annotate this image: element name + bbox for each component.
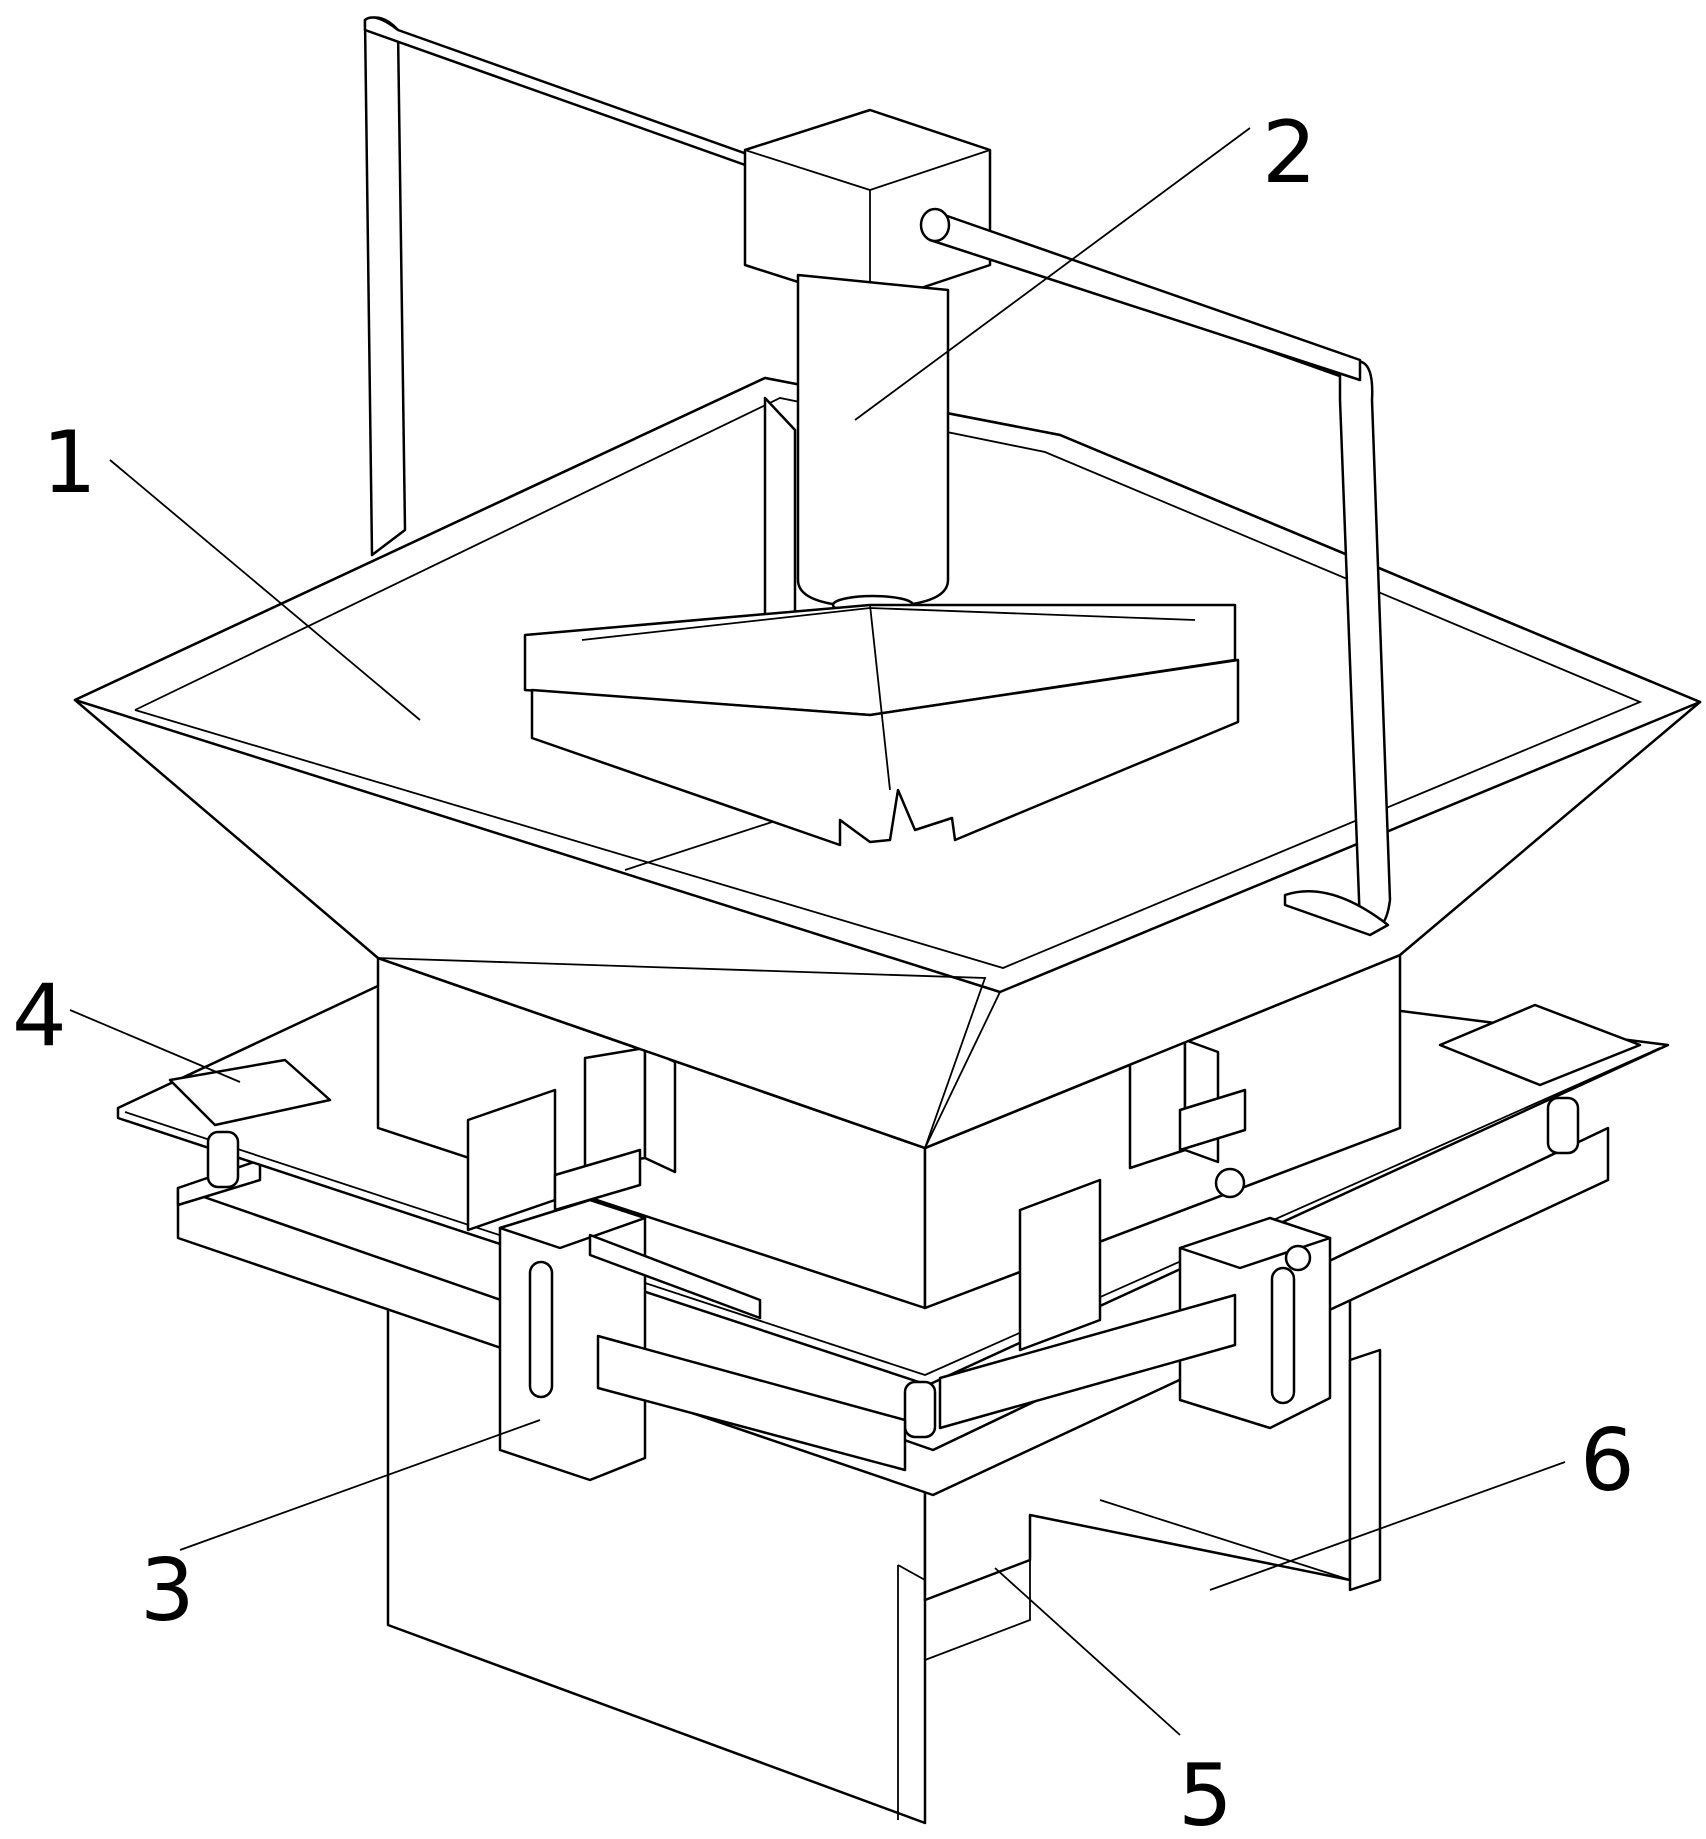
leader-4	[69, 1009, 241, 1083]
clamp-left	[466, 1046, 907, 1482]
leader-6	[1209, 1461, 1566, 1591]
callout-3: 3	[140, 1541, 195, 1641]
leader-1	[109, 459, 421, 721]
callout-1: 1	[42, 413, 97, 513]
callouts: 1 2 3 4 5 6	[12, 103, 1635, 1839]
leader-lines	[69, 127, 1566, 1736]
callout-6: 6	[1580, 1411, 1635, 1511]
support-frame	[1348, 1348, 1382, 1592]
callout-2: 2	[1262, 103, 1317, 203]
callout-5: 5	[1178, 1746, 1233, 1839]
clamp-right	[938, 1038, 1332, 1430]
leader-5	[994, 1567, 1181, 1736]
leader-3	[179, 1419, 541, 1551]
callout-4: 4	[12, 966, 67, 1066]
leader-2	[854, 127, 1251, 421]
press-unit	[523, 108, 1362, 847]
